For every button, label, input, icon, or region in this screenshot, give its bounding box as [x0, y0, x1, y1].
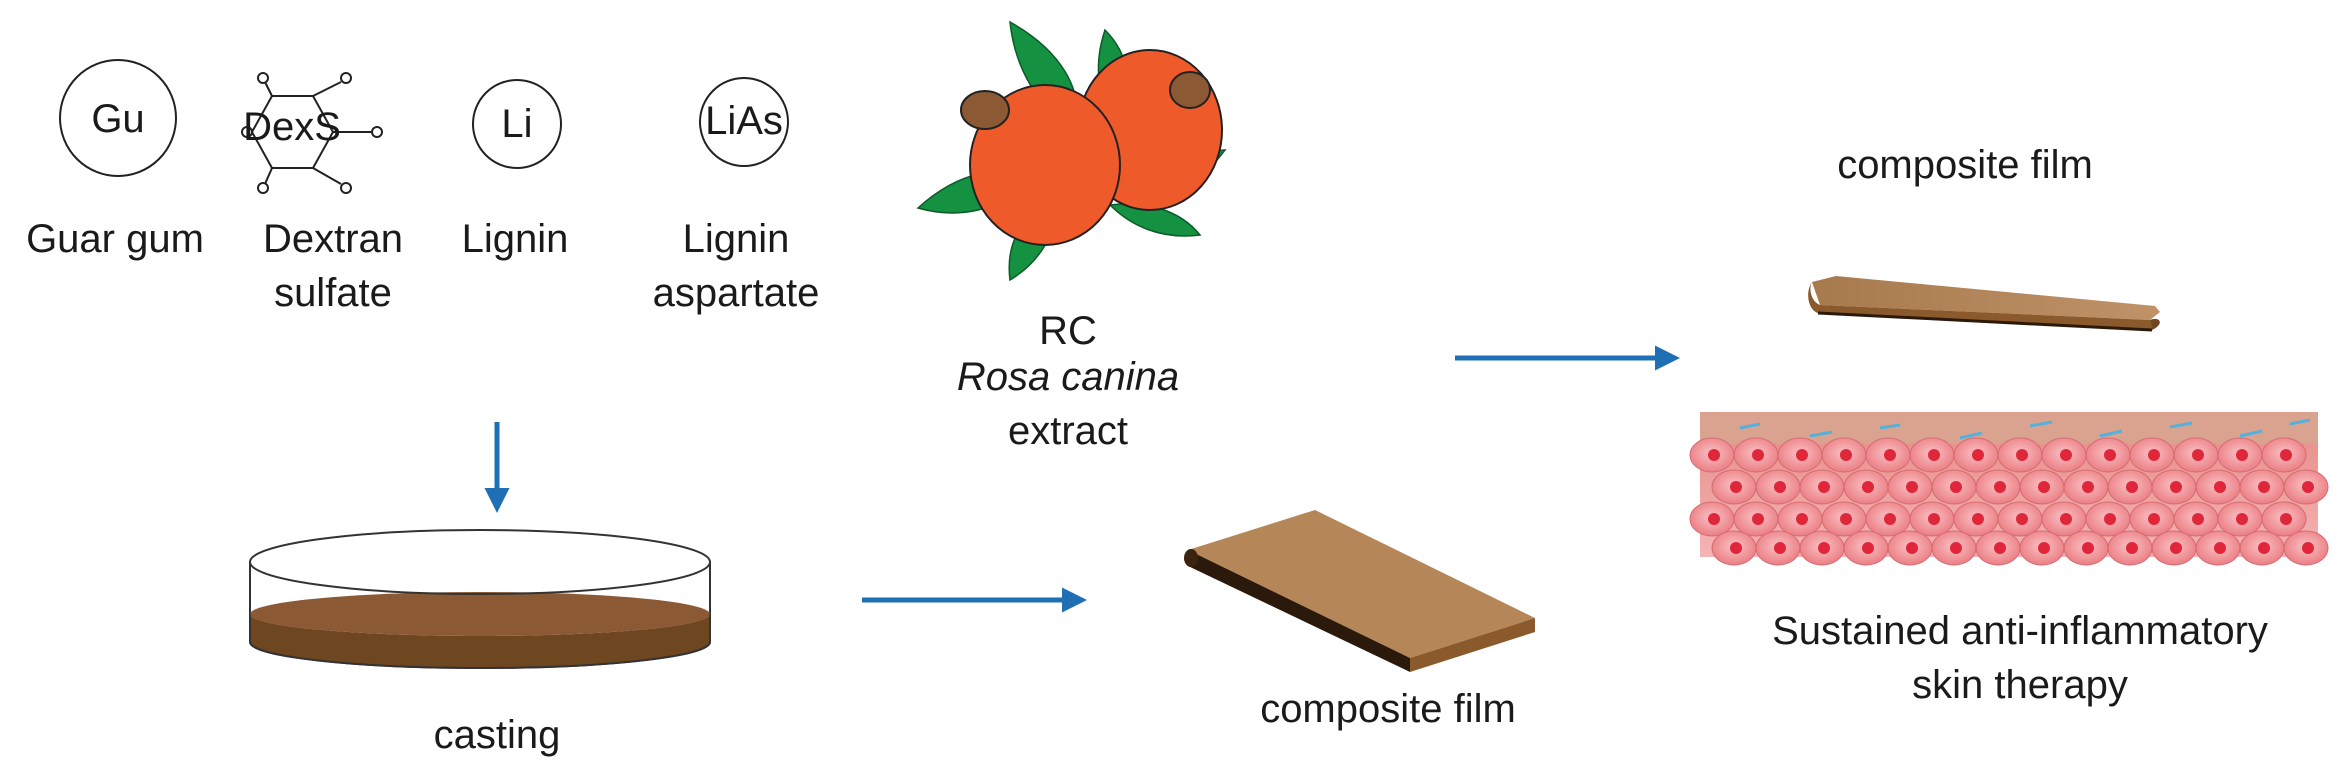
- cell-nucleus: [2192, 449, 2204, 461]
- cell-nucleus: [2148, 449, 2160, 461]
- extract-word: extract: [1008, 409, 1128, 453]
- cell-nucleus: [2258, 542, 2270, 554]
- cell-nucleus: [2302, 542, 2314, 554]
- cell-nucleus: [1796, 513, 1808, 525]
- component-lignin: Li Lignin: [462, 79, 569, 261]
- cell-nucleus: [1862, 481, 1874, 493]
- cell-nucleus: [2082, 481, 2094, 493]
- petri-dish-icon: [249, 529, 711, 669]
- cell-nucleus: [2302, 481, 2314, 493]
- component-dextran-sulfate: DexS Dextran sulfate: [241, 72, 403, 315]
- cell-nucleus: [2060, 513, 2072, 525]
- cell-nucleus: [1730, 542, 1742, 554]
- outcome-line1: Sustained anti-inflammatory: [1772, 609, 2268, 653]
- cell-nucleus: [2104, 449, 2116, 461]
- skin-tissue-icon: [1689, 412, 2329, 566]
- cell-nucleus: [1840, 513, 1852, 525]
- cell-nucleus: [2016, 449, 2028, 461]
- outcome-line2: skin therapy: [1912, 663, 2128, 707]
- cell-nucleus: [1884, 449, 1896, 461]
- cell-nucleus: [1752, 449, 1764, 461]
- dextran-symbol: DexS: [243, 105, 341, 149]
- component-guar-gum: Gu Guar gum: [26, 59, 204, 261]
- lignin-label: Lignin: [462, 217, 569, 261]
- cell-nucleus: [2236, 513, 2248, 525]
- dextran-hexagon-icon: [241, 72, 383, 194]
- cell-nucleus: [1906, 481, 1918, 493]
- guar-gum-symbol: Gu: [91, 97, 144, 141]
- lignin-aspartate-circle-icon: [699, 77, 789, 167]
- cell-nucleus: [1840, 449, 1852, 461]
- component-lignin-aspartate: LiAs Lignin aspartate: [653, 77, 820, 315]
- cell-nucleus: [1708, 449, 1720, 461]
- cell-nucleus: [1972, 449, 1984, 461]
- cell-nucleus: [1928, 513, 1940, 525]
- cell-nucleus: [1774, 481, 1786, 493]
- extract-abbr: RC: [1039, 309, 1097, 353]
- lignin-circle-icon: [472, 79, 562, 169]
- extract-latin-name: Rosa canina: [957, 355, 1179, 399]
- cell-nucleus: [1818, 542, 1830, 554]
- cell-nucleus: [1928, 449, 1940, 461]
- cell-nucleus: [2126, 542, 2138, 554]
- dextran-label-line2: sulfate: [274, 271, 392, 315]
- cell-nucleus: [2016, 513, 2028, 525]
- cell-nucleus: [2214, 542, 2226, 554]
- cell-nucleus: [1862, 542, 1874, 554]
- film-bottom-label: composite film: [1260, 687, 1516, 731]
- cell-nucleus: [2258, 481, 2270, 493]
- cell-nucleus: [1708, 513, 1720, 525]
- cell-nucleus: [2082, 542, 2094, 554]
- cell-nucleus: [2170, 481, 2182, 493]
- lignin-symbol: Li: [501, 102, 532, 146]
- cell-nucleus: [1950, 542, 1962, 554]
- cell-nucleus: [2148, 513, 2160, 525]
- cell-nucleus: [2038, 542, 2050, 554]
- cell-nucleus: [2038, 481, 2050, 493]
- cell-nucleus: [2060, 449, 2072, 461]
- cell-nucleus: [1730, 481, 1742, 493]
- cell-nucleus: [1752, 513, 1764, 525]
- lignin-aspartate-symbol: LiAs: [705, 99, 783, 143]
- cell-nucleus: [2126, 481, 2138, 493]
- cell-nucleus: [2280, 513, 2292, 525]
- dextran-label-line1: Dextran: [263, 217, 403, 261]
- cell-nucleus: [2104, 513, 2116, 525]
- cell-nucleus: [1796, 449, 1808, 461]
- cell-nucleus: [1972, 513, 1984, 525]
- film-bottom-icon: [1184, 510, 1535, 672]
- cell-nucleus: [1884, 513, 1896, 525]
- cell-nucleus: [1818, 481, 1830, 493]
- lignin-aspartate-label-line1: Lignin: [683, 217, 790, 261]
- rosa-canina-icon: [916, 20, 1227, 282]
- cell-nucleus: [2192, 513, 2204, 525]
- cell-nucleus: [2280, 449, 2292, 461]
- film-top-label: composite film: [1837, 143, 2093, 187]
- casting-label: casting: [434, 713, 561, 757]
- cell-nucleus: [1950, 481, 1962, 493]
- cell-nucleus: [2236, 449, 2248, 461]
- cell-nucleus: [1774, 542, 1786, 554]
- cell-nucleus: [2214, 481, 2226, 493]
- cell-nucleus: [1906, 542, 1918, 554]
- cell-nucleus: [2170, 542, 2182, 554]
- lignin-aspartate-label-line2: aspartate: [653, 271, 820, 315]
- guar-gum-circle-icon: [59, 59, 177, 177]
- guar-gum-label: Guar gum: [26, 217, 204, 261]
- film-top-icon: [1808, 276, 2160, 332]
- cell-nucleus: [1994, 481, 2006, 493]
- cell-nucleus: [1994, 542, 2006, 554]
